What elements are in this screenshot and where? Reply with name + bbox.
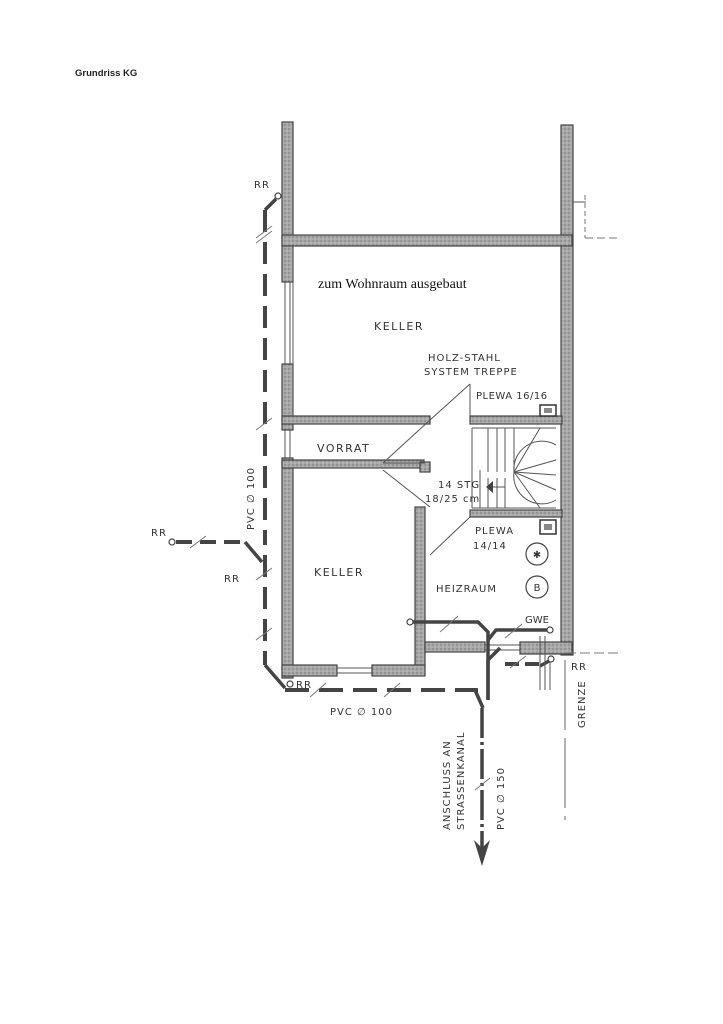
pipe-label-main: PVC ∅ 150 <box>496 767 507 830</box>
room-label-vorrat: VORRAT <box>317 442 370 455</box>
room-label-heizraum: HEIZRAUM <box>436 584 497 595</box>
property-boundary <box>564 652 620 820</box>
chimney-lower-label-1: PLEWA <box>475 526 514 537</box>
svg-text:✱: ✱ <box>533 550 541 561</box>
chimney-lower-label-2: 14/14 <box>473 541 507 552</box>
wall-right <box>560 124 574 656</box>
room-label-keller-bottom: KELLER <box>314 566 364 579</box>
stair <box>382 383 557 556</box>
chimney-upper-label: PLEWA 16/16 <box>476 391 548 402</box>
heating-symbols: ✱ B <box>525 542 549 599</box>
wall-left-upper <box>281 121 294 283</box>
boundary-marks-top <box>573 195 620 239</box>
stair-type-line1: HOLZ-STAHL <box>428 353 501 364</box>
renovation-note: zum Wohnraum ausgebaut <box>318 277 467 292</box>
connection-label-1: ANSCHLUSS AN <box>442 740 453 830</box>
svg-text:B: B <box>534 583 541 594</box>
stair-type-line2: SYSTEM TREPPE <box>424 367 518 378</box>
pipe-label-horizontal: PVC ∅ 100 <box>330 707 393 718</box>
flow-arrow-icon <box>474 840 490 866</box>
rr-label-left-lower: RR <box>224 574 240 585</box>
stair-direction-arrow-icon <box>486 481 493 493</box>
rr-label-bottom: RR <box>296 680 312 691</box>
page-title: Grundriss KG <box>75 68 138 79</box>
boiler-icon <box>525 575 549 599</box>
room-label-keller-top: KELLER <box>374 320 424 333</box>
gwe-label: GWE <box>525 615 549 626</box>
rr-label-left: RR <box>151 528 167 539</box>
rr-label-top: RR <box>254 180 270 191</box>
wall-left-lower <box>281 457 294 679</box>
walls <box>281 121 574 679</box>
chimneys <box>539 404 557 535</box>
connection-label-2: STRASSENKANAL <box>456 732 467 830</box>
stair-steps: 14 STG <box>438 480 480 491</box>
wall-top-cross <box>281 234 573 247</box>
pipe-label-vertical: PVC ∅ 100 <box>246 467 257 530</box>
drainage-pipes <box>168 192 555 866</box>
fan-icon <box>525 542 549 566</box>
boundary-label: GRENZE <box>577 680 588 728</box>
rr-label-right: RR <box>571 662 587 673</box>
stair-dimensions: 18/25 cm <box>425 494 480 505</box>
